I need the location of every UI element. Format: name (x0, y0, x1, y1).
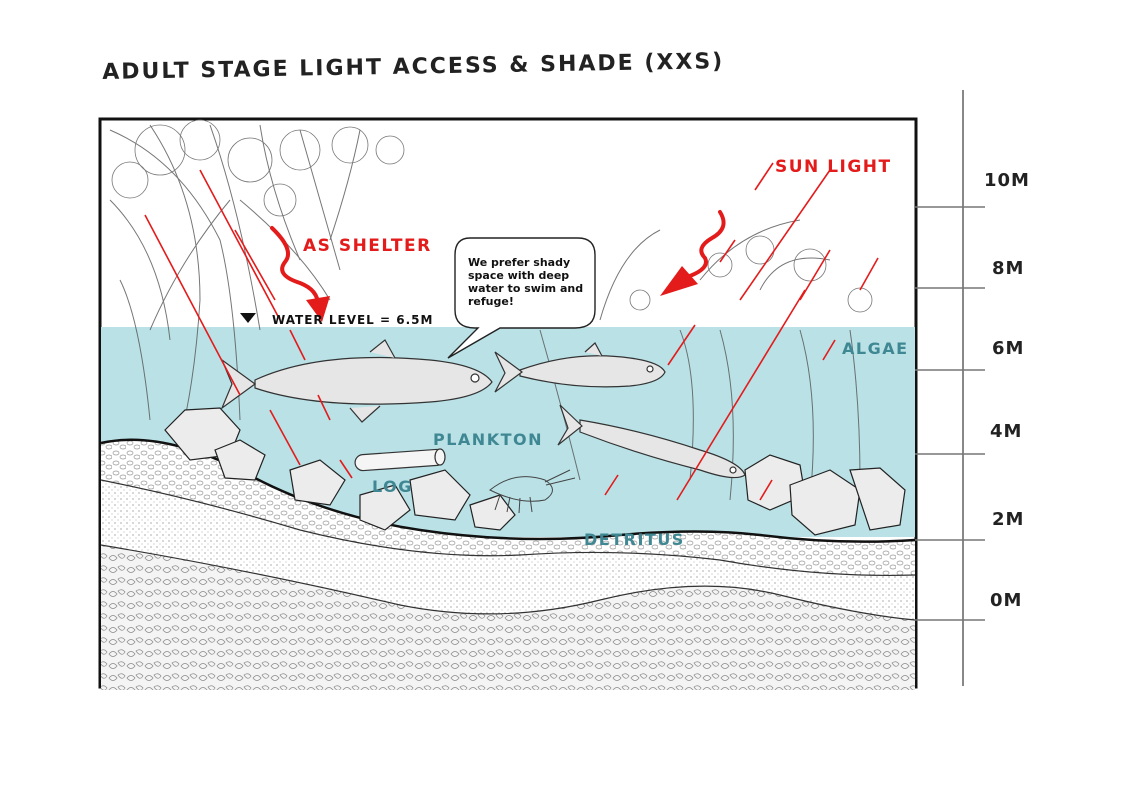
speech-bubble (447, 237, 596, 359)
scale-label-4m: 4M (990, 421, 1023, 442)
fish-small (557, 404, 746, 479)
scale-label-2m: 2M (992, 509, 1025, 530)
substrate-bottom (101, 545, 915, 690)
scale-label-0m: 0M (990, 590, 1023, 611)
scale-label-8m: 8M (992, 258, 1025, 279)
speech-bubble-text: We prefer shady space with deep water to… (468, 256, 584, 308)
fish-large (220, 339, 493, 423)
scale-ticks (915, 206, 985, 621)
rocks (164, 407, 906, 536)
layer-line-1 (100, 479, 916, 577)
scale-label-6m: 6M (992, 338, 1025, 359)
scale-label-10m: 10M (984, 170, 1030, 191)
sunlight-arrow (660, 210, 726, 296)
plankton-label: PLANKTON (433, 430, 543, 449)
log-label: LOG (372, 477, 413, 496)
algae-label: ALGAE (842, 339, 909, 358)
detritus-label: DETRITUS (584, 530, 685, 549)
water-level-marker (240, 313, 256, 323)
log (354, 448, 446, 472)
fish-medium (494, 342, 666, 393)
shelter-arrow (270, 226, 330, 322)
plankton-shrimp (489, 469, 576, 514)
tree-canopy (111, 119, 873, 313)
as-shelter-label: AS SHELTER (303, 236, 432, 256)
water-level-label: WATER LEVEL = 6.5M (272, 313, 434, 327)
sun-light-label: SUN LIGHT (775, 157, 892, 177)
sun-rays (144, 162, 879, 501)
layer-line-2 (100, 544, 916, 621)
